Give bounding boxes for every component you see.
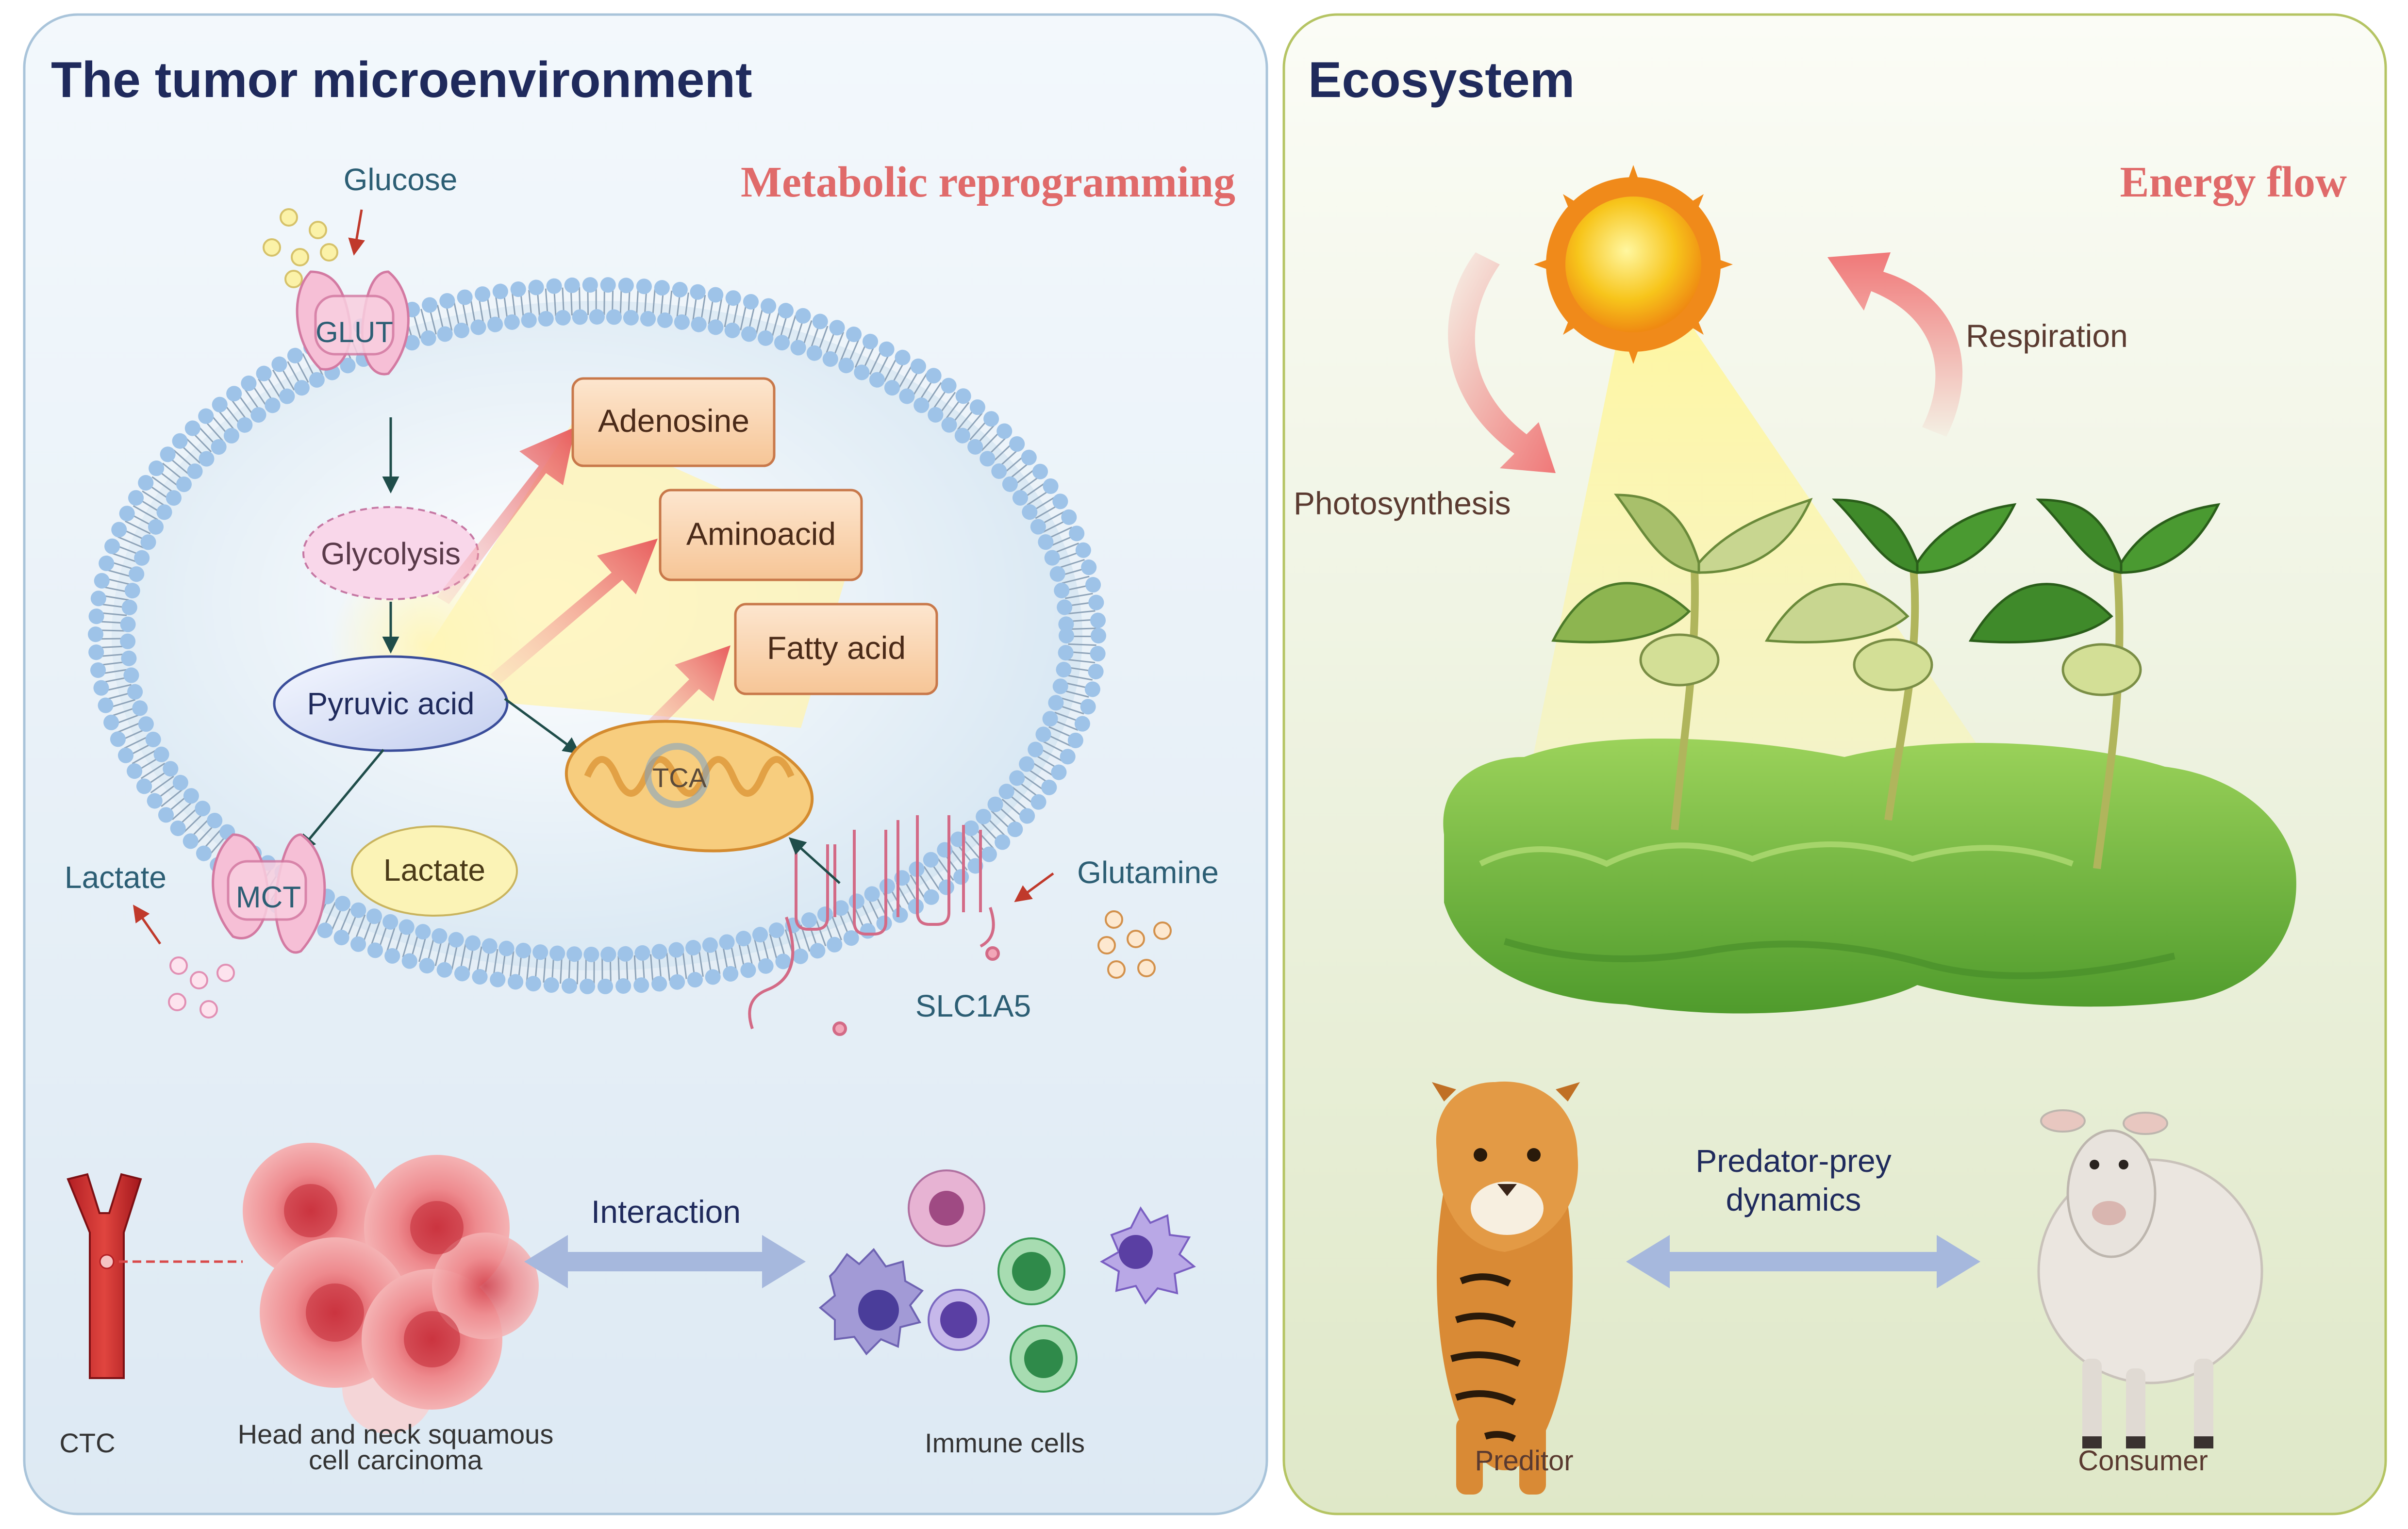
lactate-out-arrow [133, 904, 162, 945]
predator-prey-label-line1: Predator-prey [1695, 1143, 1892, 1179]
pyruvic-to-tca-arrow [504, 697, 581, 755]
glycolysis-label: Glycolysis [321, 536, 461, 571]
fatty-acid-label: Fatty acid [767, 630, 906, 666]
slc1a5-transporter [748, 815, 1000, 1036]
pyruvic-to-mct-arrow [299, 749, 384, 852]
slc1a5-to-tca-arrow [788, 837, 841, 884]
left-panel-subtitle: Metabolic reprogramming [741, 158, 1235, 206]
photosynthesis-label: Photosynthesis [1294, 485, 1511, 521]
sun [1534, 165, 1733, 364]
cell-membrane-inner-heads [120, 309, 1074, 962]
glucose-label: Glucose [344, 162, 458, 197]
hnscc-label-line2: cell carcinoma [309, 1445, 483, 1475]
adenosine-box [571, 377, 776, 467]
slc1a5-label: SLC1A5 [915, 988, 1031, 1023]
left-panel-title: The tumor microenvironment [51, 52, 752, 108]
glut-label: GLUT [316, 316, 393, 348]
fatty-acid-box [734, 603, 938, 695]
tumor-cell-cluster [243, 1143, 539, 1434]
lactate-outside-label: Lactate [65, 860, 166, 895]
cell-membrane-tails [98, 287, 1096, 985]
glutamine-label: Glutamine [1077, 855, 1219, 890]
pyruvic-acid-label: Pyruvic acid [307, 686, 475, 721]
sprout-right [1968, 498, 2221, 870]
glut-transporter [296, 270, 410, 376]
lactate-inside-node [351, 825, 518, 917]
aminoacid-box [659, 489, 863, 581]
left-panel: The tumor microenvironment Metabolic rep… [23, 13, 1268, 1515]
consumer-label: Consumer [2078, 1445, 2208, 1477]
right-panel: Ecosystem Energy flow Photosynthesis Res… [1282, 13, 2387, 1515]
interaction-label: Interaction [591, 1194, 741, 1230]
photosynthesis-arrow [1448, 252, 1556, 473]
grass-mound [1443, 739, 2296, 1014]
immune-cells-label: Immune cells [925, 1428, 1085, 1458]
sprout-middle [1764, 498, 2017, 821]
ctc-label: CTC [59, 1428, 115, 1458]
respiration-arrow [1827, 252, 1963, 437]
lactate-molecules [168, 956, 235, 1019]
preditor-label: Preditor [1475, 1445, 1573, 1477]
mct-label: MCT [236, 881, 301, 914]
right-panel-subtitle: Energy flow [2120, 158, 2347, 206]
glutamine-molecules [1097, 910, 1172, 979]
tiger-illustration [1432, 1081, 1580, 1495]
ctc-vessel [66, 1173, 142, 1379]
immune-cells [818, 1169, 1196, 1393]
predator-prey-double-arrow [1626, 1235, 1980, 1288]
cell-membrane-outer-heads [88, 277, 1106, 994]
aminoacid-label: Aminoacid [686, 516, 836, 552]
arrow-to-adenosine [437, 427, 575, 604]
tca-label: TCA [652, 762, 707, 793]
glucose-arrow [348, 209, 365, 256]
pyruvic-acid-node [273, 655, 509, 752]
respiration-label: Respiration [1966, 318, 2128, 354]
right-panel-title: Ecosystem [1308, 52, 1575, 108]
mct-transporter [212, 833, 326, 954]
glutamine-arrow [1014, 872, 1054, 903]
sheep-illustration [2037, 1109, 2263, 1448]
adenosine-label: Adenosine [598, 403, 749, 439]
mitochondrion [565, 720, 814, 853]
hnscc-label-line1: Head and neck squamous [238, 1419, 554, 1449]
lactate-inside-label: Lactate [383, 853, 485, 888]
glucose-molecules [263, 208, 338, 288]
interaction-double-arrow [524, 1235, 806, 1288]
predator-prey-label-line2: dynamics [1726, 1182, 1861, 1217]
sprout-left [1551, 493, 1813, 830]
arrow-to-aminoacid [490, 539, 658, 684]
